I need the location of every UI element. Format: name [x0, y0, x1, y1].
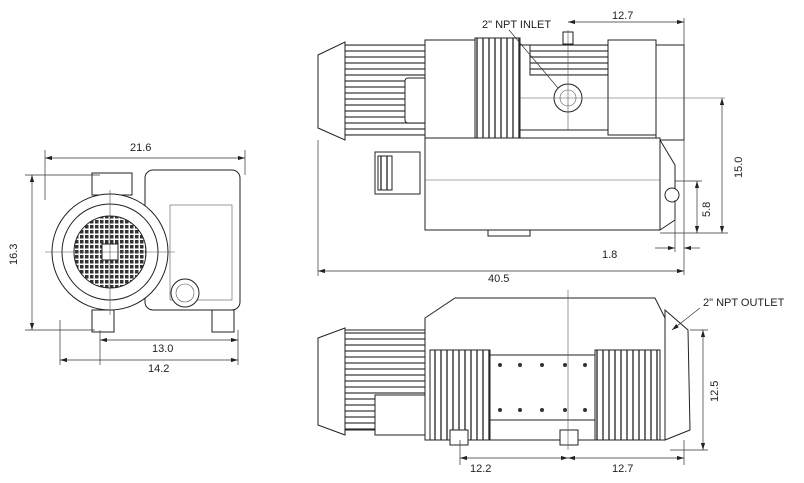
inlet-height-dim: 15.0 [733, 157, 745, 178]
housing-panel [169, 204, 233, 301]
front-foot-right [211, 309, 235, 333]
front-view [45, 169, 241, 333]
outlet-height-dim: 5.8 [701, 202, 713, 217]
end-cover [664, 308, 691, 441]
front-foot-left [91, 309, 115, 333]
fan-cover [317, 327, 346, 436]
front-height-dim: 16.3 [8, 244, 20, 265]
coupling-bellows [474, 37, 521, 139]
front-foot-spacing-dim: 13.0 [152, 343, 173, 355]
terminal-box [91, 172, 133, 196]
end-cover [607, 39, 657, 136]
upper-dimensions [317, 18, 728, 276]
foot-center [559, 429, 579, 446]
motor-flange [424, 39, 476, 141]
front-width-dim: 21.6 [130, 142, 151, 154]
side-view-upper [317, 30, 725, 237]
inlet-offset-dim: 12.7 [612, 10, 633, 22]
foot-right-dim: 12.7 [612, 463, 633, 475]
outlet-offset-dim: 1.8 [602, 249, 617, 261]
side-view-lower [317, 290, 691, 450]
overall-length-dim: 40.5 [488, 273, 509, 285]
pump-body [424, 137, 661, 231]
inlet-label: 2" NPT INLET [482, 19, 551, 31]
foot-left-dim: 12.2 [470, 463, 491, 475]
end-cap [655, 44, 685, 141]
fan-cover [317, 41, 346, 141]
knob [374, 394, 426, 436]
outlet-label: 2" NPT OUTLET [703, 297, 785, 309]
outlet-port [664, 187, 680, 203]
lower-dimensions [459, 307, 708, 465]
lower-height-dim: 12.5 [709, 381, 721, 402]
front-base-width-dim: 14.2 [148, 363, 169, 375]
foot-left [449, 429, 469, 446]
outlet-port [170, 278, 200, 308]
front-dimensions [25, 150, 246, 365]
